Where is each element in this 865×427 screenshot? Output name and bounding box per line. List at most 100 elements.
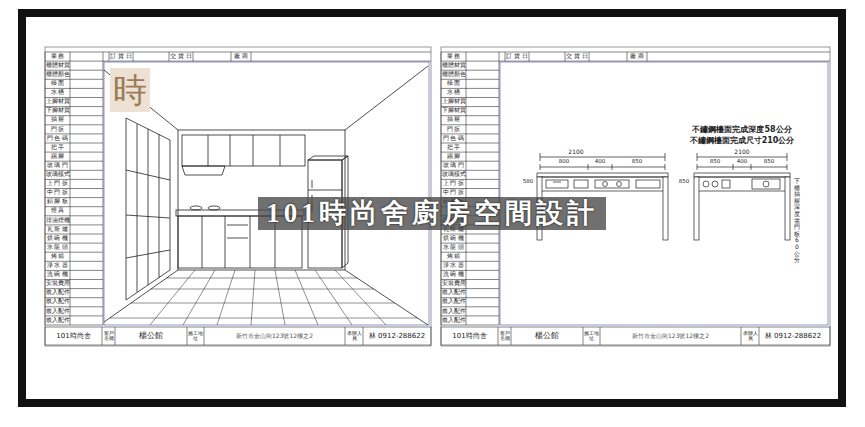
- grid-line: [441, 161, 499, 162]
- grid-line: [441, 88, 499, 89]
- grid-line: [529, 52, 530, 61]
- table-cell: 嵌入配件: [45, 316, 70, 325]
- table-cell: 櫃體顏色: [45, 70, 70, 79]
- table-cell: 水 槽: [441, 88, 466, 97]
- grid-line: [103, 52, 104, 325]
- grid-line: [647, 52, 648, 61]
- table-cell: 嵌入配件: [441, 298, 466, 307]
- dimension: 580: [523, 179, 534, 185]
- grid-line: [45, 234, 103, 235]
- grid-line: [45, 143, 103, 144]
- header-cell: 交 貨 日: [169, 52, 193, 61]
- table-cell: 櫃體顏色: [441, 70, 466, 79]
- title-block-cell: 101時尚舍: [46, 327, 101, 345]
- title-block-cell: 客戶名稱: [103, 327, 114, 345]
- dimension: 400: [737, 159, 748, 165]
- title-block-cell: 施工地址: [584, 327, 599, 345]
- grid-line: [45, 97, 103, 98]
- table-cell: 淨 水 器: [45, 261, 70, 270]
- kitchen-perspective: [104, 66, 428, 325]
- grid-line: [441, 52, 499, 53]
- table-cell: 水 龍 頭: [45, 243, 70, 252]
- table-cell: 把 手: [441, 143, 466, 152]
- grid-line: [499, 61, 830, 62]
- grid-line: [759, 327, 760, 345]
- grid-frame: [104, 62, 429, 325]
- table-cell: 業 務: [441, 52, 466, 61]
- table-cell: 烘 碗 機: [45, 234, 70, 243]
- title-block-cell: 楊公館: [116, 327, 186, 345]
- dimension: 400: [595, 159, 606, 165]
- grid-line: [45, 215, 103, 216]
- dimension: 850: [632, 159, 643, 165]
- header-cell: 交 貨 日: [565, 52, 589, 61]
- grid-line: [441, 52, 442, 325]
- grid-line: [441, 79, 499, 80]
- grid-line: [45, 124, 103, 125]
- sheet-grid: [45, 47, 830, 346]
- dimension: 2100: [568, 149, 583, 155]
- grid-line: [45, 61, 103, 62]
- grid-frame: [500, 62, 828, 325]
- grid-line: [441, 261, 499, 262]
- grid-frame: [441, 327, 830, 345]
- dimension: 2100: [734, 149, 749, 155]
- header-cell: 訂 貨 日: [109, 52, 133, 61]
- table-cell: 烤 箱: [45, 252, 70, 261]
- table-cell: 上 門 扳: [441, 179, 466, 188]
- table-cell: 安裝費用: [45, 280, 70, 289]
- grid-line: [45, 52, 46, 325]
- grid-line: [441, 306, 499, 307]
- table-cell: 水 槽: [45, 88, 70, 97]
- grid-line: [45, 279, 103, 280]
- grid-line: [583, 327, 584, 345]
- grid-line: [363, 327, 364, 345]
- grid-line: [441, 170, 499, 171]
- table-cell: 上 門 扳: [45, 179, 70, 188]
- logo-mark: 時: [110, 68, 150, 112]
- table-cell: 嵌入配件: [441, 307, 466, 316]
- grid-line: [499, 52, 500, 325]
- grid-line: [441, 270, 499, 271]
- spec-note: 不鏽鋼檯面完成深度58公分: [692, 126, 791, 134]
- table-cell: 玻 璃 門: [441, 161, 466, 170]
- table-cell: 洗 碗 機: [441, 270, 466, 279]
- grid-line: [511, 327, 512, 345]
- grid-line: [441, 115, 499, 116]
- grid-line: [102, 327, 103, 345]
- outer-frame: [22, 13, 842, 403]
- grid-line: [441, 152, 499, 153]
- grid-line: [187, 327, 188, 345]
- grid-line: [441, 97, 499, 98]
- table-cell: 安裝費用: [441, 280, 466, 289]
- table-cell: 踢 腳: [45, 152, 70, 161]
- header-cell: 廠 商: [231, 52, 251, 61]
- grid-line: [441, 133, 499, 134]
- grid-line: [45, 179, 103, 180]
- grid-line: [45, 152, 103, 153]
- grid-line: [193, 52, 194, 61]
- table-cell: 玻 璃 門: [45, 161, 70, 170]
- table-cell: 門 扳: [45, 125, 70, 134]
- table-cell: 上腳材質: [45, 98, 70, 107]
- table-cell: 下腳材質: [45, 107, 70, 116]
- grid-line: [45, 106, 103, 107]
- grid-line: [45, 206, 103, 207]
- grid-line: [45, 170, 103, 171]
- grid-line: [45, 306, 103, 307]
- grid-line: [45, 52, 103, 53]
- grid-line: [103, 61, 431, 62]
- title-block-cell: 新竹市金山街123號12樓之2: [601, 327, 740, 345]
- grid-line: [45, 270, 103, 271]
- table-cell: 嵌入配件: [45, 289, 70, 298]
- grid-line: [441, 124, 499, 125]
- title-block-cell: 承辦人員: [742, 327, 758, 345]
- dimension: 850: [710, 159, 721, 165]
- title-block-cell: 承辦人員: [346, 327, 362, 345]
- table-cell: 櫃體材質: [441, 61, 466, 70]
- title-block-cell: 楊公館: [512, 327, 582, 345]
- grid-line: [589, 52, 590, 61]
- table-cell: 烘 碗 機: [441, 234, 466, 243]
- grid-line: [565, 52, 566, 61]
